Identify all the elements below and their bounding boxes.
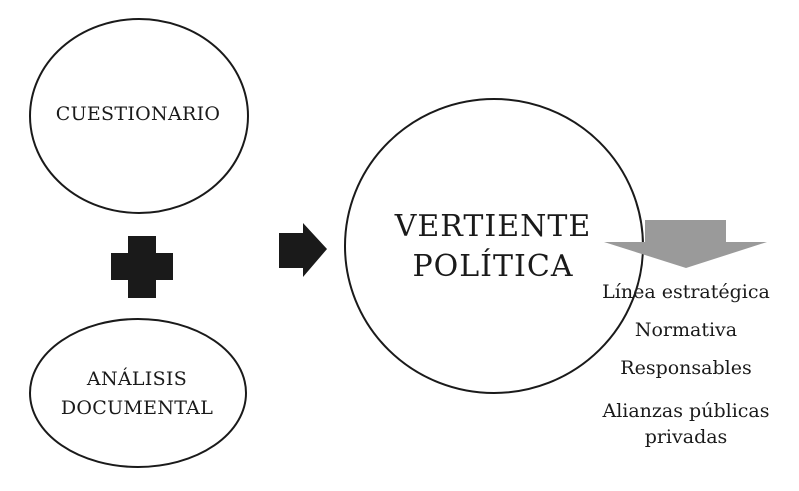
plus-icon — [111, 236, 173, 298]
analisis-documental-label: ANÁLISIS DOCUMENTAL — [32, 365, 242, 423]
cuestionario-circle — [29, 18, 249, 214]
cuestionario-label: CUESTIONARIO — [55, 103, 221, 125]
arrow-down-icon — [604, 220, 767, 268]
output-item-responsables: Responsables — [620, 357, 752, 379]
vertiente-label-line1: VERTIENTE — [394, 209, 592, 244]
arrow-right-icon — [279, 223, 327, 277]
analisis-label-line2: DOCUMENTAL — [60, 397, 214, 419]
output-item-alianzas-line1: Alianzas públicas — [602, 400, 770, 422]
analisis-label-line1: ANÁLISIS — [86, 368, 188, 390]
output-item-alianzas-line2: privadas — [644, 426, 728, 448]
output-item-normativa: Normativa — [634, 319, 738, 341]
analisis-documental-ellipse — [29, 318, 247, 468]
output-item-linea-estrategica: Línea estratégica — [602, 281, 770, 303]
vertiente-label-line2: POLÍTICA — [412, 249, 574, 284]
vertiente-politica-label: VERTIENTE POLÍTICA — [360, 207, 626, 287]
